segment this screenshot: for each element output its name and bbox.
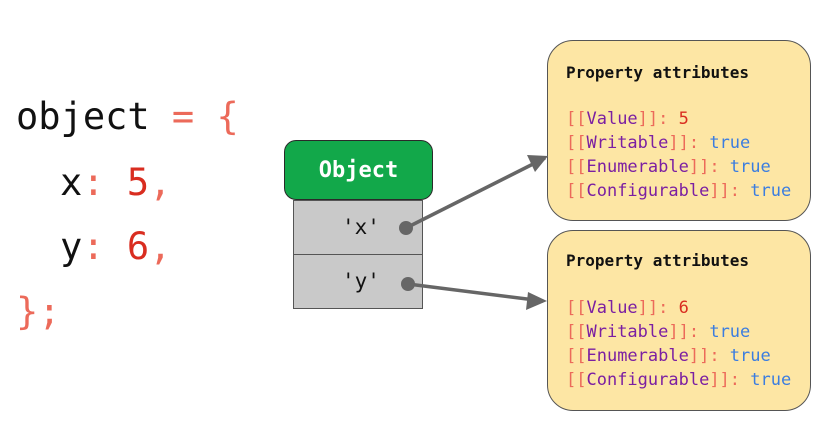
- panel-title: Property attributes: [566, 63, 750, 82]
- arrowhead-x: [527, 155, 548, 172]
- attr-value: [[Value]]: 6: [566, 298, 689, 318]
- object-key-x: 'x': [342, 215, 380, 239]
- panel-title: Property attributes: [566, 251, 750, 270]
- object-header: Object: [284, 140, 433, 200]
- x-colon: :: [82, 161, 127, 204]
- attr-value: [[Value]]: 5: [566, 109, 689, 129]
- property-attributes-panel-x: Property attributes [[Value]]: 5 [[Writa…: [547, 40, 811, 221]
- code-line-x: x: 5,: [60, 164, 171, 201]
- object-row-y: 'y': [293, 254, 423, 309]
- code-line-object: object = {: [16, 98, 239, 135]
- y-colon: :: [82, 225, 127, 268]
- attr-enumerable: [[Enumerable]]: true: [566, 346, 771, 366]
- close-brace: };: [16, 290, 61, 333]
- attr-writable: [[Writable]]: true: [566, 322, 751, 342]
- property-attributes-panel-y: Property attributes [[Value]]: 6 [[Writa…: [547, 230, 811, 411]
- x-comma: ,: [149, 161, 172, 204]
- equals-operator: =: [149, 95, 217, 138]
- attr-enumerable: [[Enumerable]]: true: [566, 157, 771, 177]
- y-key: y: [60, 225, 83, 268]
- x-value: 5: [126, 161, 150, 204]
- arrow-y-to-panel: [407, 282, 544, 303]
- y-value: 6: [126, 225, 150, 268]
- open-brace: {: [216, 95, 239, 138]
- object-identifier: object: [16, 95, 150, 138]
- attr-writable: [[Writable]]: true: [566, 133, 751, 153]
- y-comma: ,: [149, 225, 172, 268]
- object-key-y: 'y': [342, 269, 380, 293]
- code-line-y: y: 6,: [60, 228, 171, 265]
- object-row-x: 'x': [293, 200, 423, 255]
- x-key: x: [60, 161, 83, 204]
- code-block: object = { x: 5, y: 6, };: [16, 0, 239, 330]
- arrowhead-y: [526, 292, 547, 310]
- attr-configurable: [[Configurable]]: true: [566, 370, 792, 390]
- attr-configurable: [[Configurable]]: true: [566, 181, 792, 201]
